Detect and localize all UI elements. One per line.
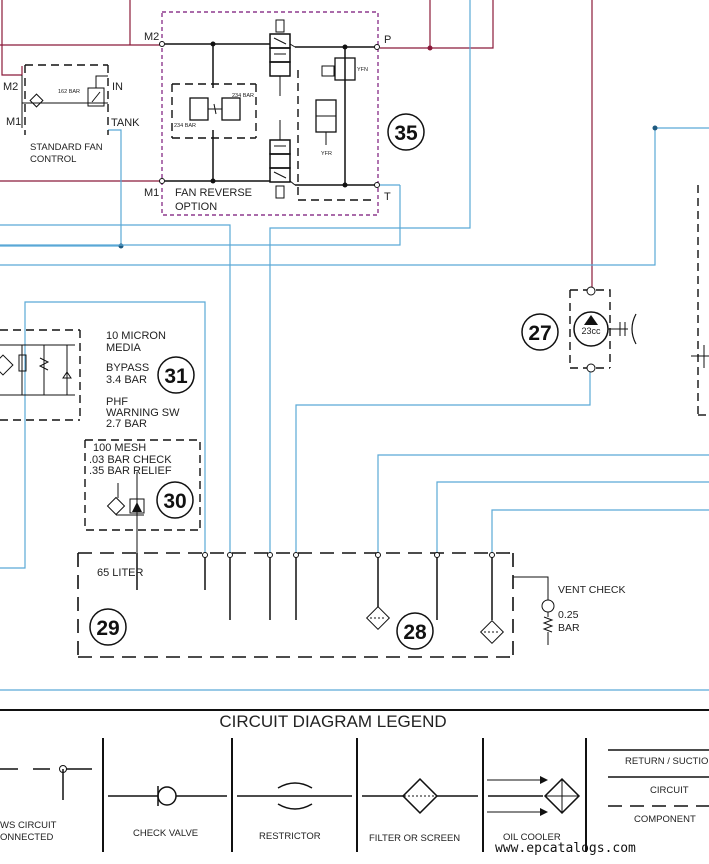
- svg-text:ONNECTED: ONNECTED: [0, 832, 53, 843]
- svg-text:65 LITER: 65 LITER: [97, 567, 144, 579]
- pump: 23cc 27: [521, 286, 637, 373]
- svg-text:FILTER OR SCREEN: FILTER OR SCREEN: [369, 833, 460, 844]
- svg-text:VENT CHECK: VENT CHECK: [558, 584, 626, 596]
- standard-fan-control: 162 BAR M2 M1 IN TANK STANDARD FAN CONTR…: [3, 64, 140, 165]
- svg-text:.03 BAR CHECK: .03 BAR CHECK: [89, 454, 172, 466]
- svg-text:P: P: [384, 34, 391, 46]
- svg-text:T: T: [384, 191, 391, 203]
- svg-text:CIRCUIT: CIRCUIT: [650, 785, 689, 796]
- vent-check: VENT CHECK 0.25 BAR: [513, 576, 626, 645]
- svg-text:M1: M1: [6, 116, 21, 128]
- svg-text:10 MICRON: 10 MICRON: [106, 330, 166, 342]
- watermark: www.epcatalogs.com: [495, 841, 636, 856]
- hydraulic-tank: 65 LITER 29 28: [77, 552, 514, 658]
- svg-text:PHF: PHF: [106, 396, 128, 408]
- svg-text:YFR: YFR: [321, 151, 332, 157]
- svg-text:0.25: 0.25: [558, 609, 579, 621]
- svg-text:COMPONENT: COMPONENT: [634, 814, 696, 825]
- return-lines: [0, 0, 709, 691]
- svg-text:M2: M2: [144, 31, 159, 43]
- svg-text:35: 35: [394, 122, 418, 145]
- svg-text:STANDARD FAN: STANDARD FAN: [30, 142, 103, 153]
- svg-text:23cc: 23cc: [581, 326, 601, 336]
- svg-text:27: 27: [528, 322, 551, 345]
- svg-text:29: 29: [96, 617, 119, 640]
- legend: CIRCUIT DIAGRAM LEGEND: [0, 709, 709, 852]
- svg-text:OIL COOLER: OIL COOLER: [503, 832, 561, 843]
- right-edge-component: [691, 185, 709, 416]
- return-filter: 10 MICRON MEDIA BYPASS 3.4 BAR PHF WARNI…: [0, 329, 195, 430]
- svg-text:OPTION: OPTION: [175, 201, 217, 213]
- svg-text:WARNING SW: WARNING SW: [106, 407, 180, 419]
- svg-text:28: 28: [403, 621, 427, 644]
- svg-text:30: 30: [163, 490, 186, 513]
- svg-text:3.4 BAR: 3.4 BAR: [106, 374, 147, 386]
- svg-text:WS CIRCUIT: WS CIRCUIT: [0, 820, 57, 831]
- svg-text:234 BAR: 234 BAR: [232, 93, 254, 99]
- svg-text:YFN: YFN: [357, 67, 368, 73]
- svg-text:M2: M2: [3, 81, 18, 93]
- svg-text:CHECK VALVE: CHECK VALVE: [133, 828, 198, 839]
- svg-text:M1: M1: [144, 187, 159, 199]
- svg-text:BAR: BAR: [558, 622, 580, 634]
- svg-text:RESTRICTOR: RESTRICTOR: [259, 831, 321, 842]
- pressure-lines: [0, 0, 593, 290]
- suction-strainer: 100 MESH .03 BAR CHECK .35 BAR RELIEF 30: [84, 439, 201, 553]
- svg-text:234 BAR: 234 BAR: [174, 123, 196, 129]
- svg-text:CONTROL: CONTROL: [30, 154, 76, 165]
- svg-text:IN: IN: [112, 81, 123, 93]
- svg-text:BYPASS: BYPASS: [106, 362, 149, 374]
- svg-text:2.7 BAR: 2.7 BAR: [106, 418, 147, 430]
- svg-text:RETURN / SUCTION: RETURN / SUCTION: [625, 756, 709, 767]
- fan-reverse-option: 234 BAR 234 BAR YFN YFR M2 M1 P: [144, 11, 425, 216]
- svg-text:MEDIA: MEDIA: [106, 342, 142, 354]
- svg-text:TANK: TANK: [111, 117, 140, 129]
- svg-text:.35 BAR RELIEF: .35 BAR RELIEF: [89, 465, 172, 477]
- svg-text:100 MESH: 100 MESH: [93, 442, 146, 454]
- svg-text:162 BAR: 162 BAR: [58, 89, 80, 95]
- legend-title: CIRCUIT DIAGRAM LEGEND: [219, 712, 446, 731]
- svg-text:FAN REVERSE: FAN REVERSE: [175, 187, 252, 199]
- svg-text:31: 31: [164, 365, 188, 388]
